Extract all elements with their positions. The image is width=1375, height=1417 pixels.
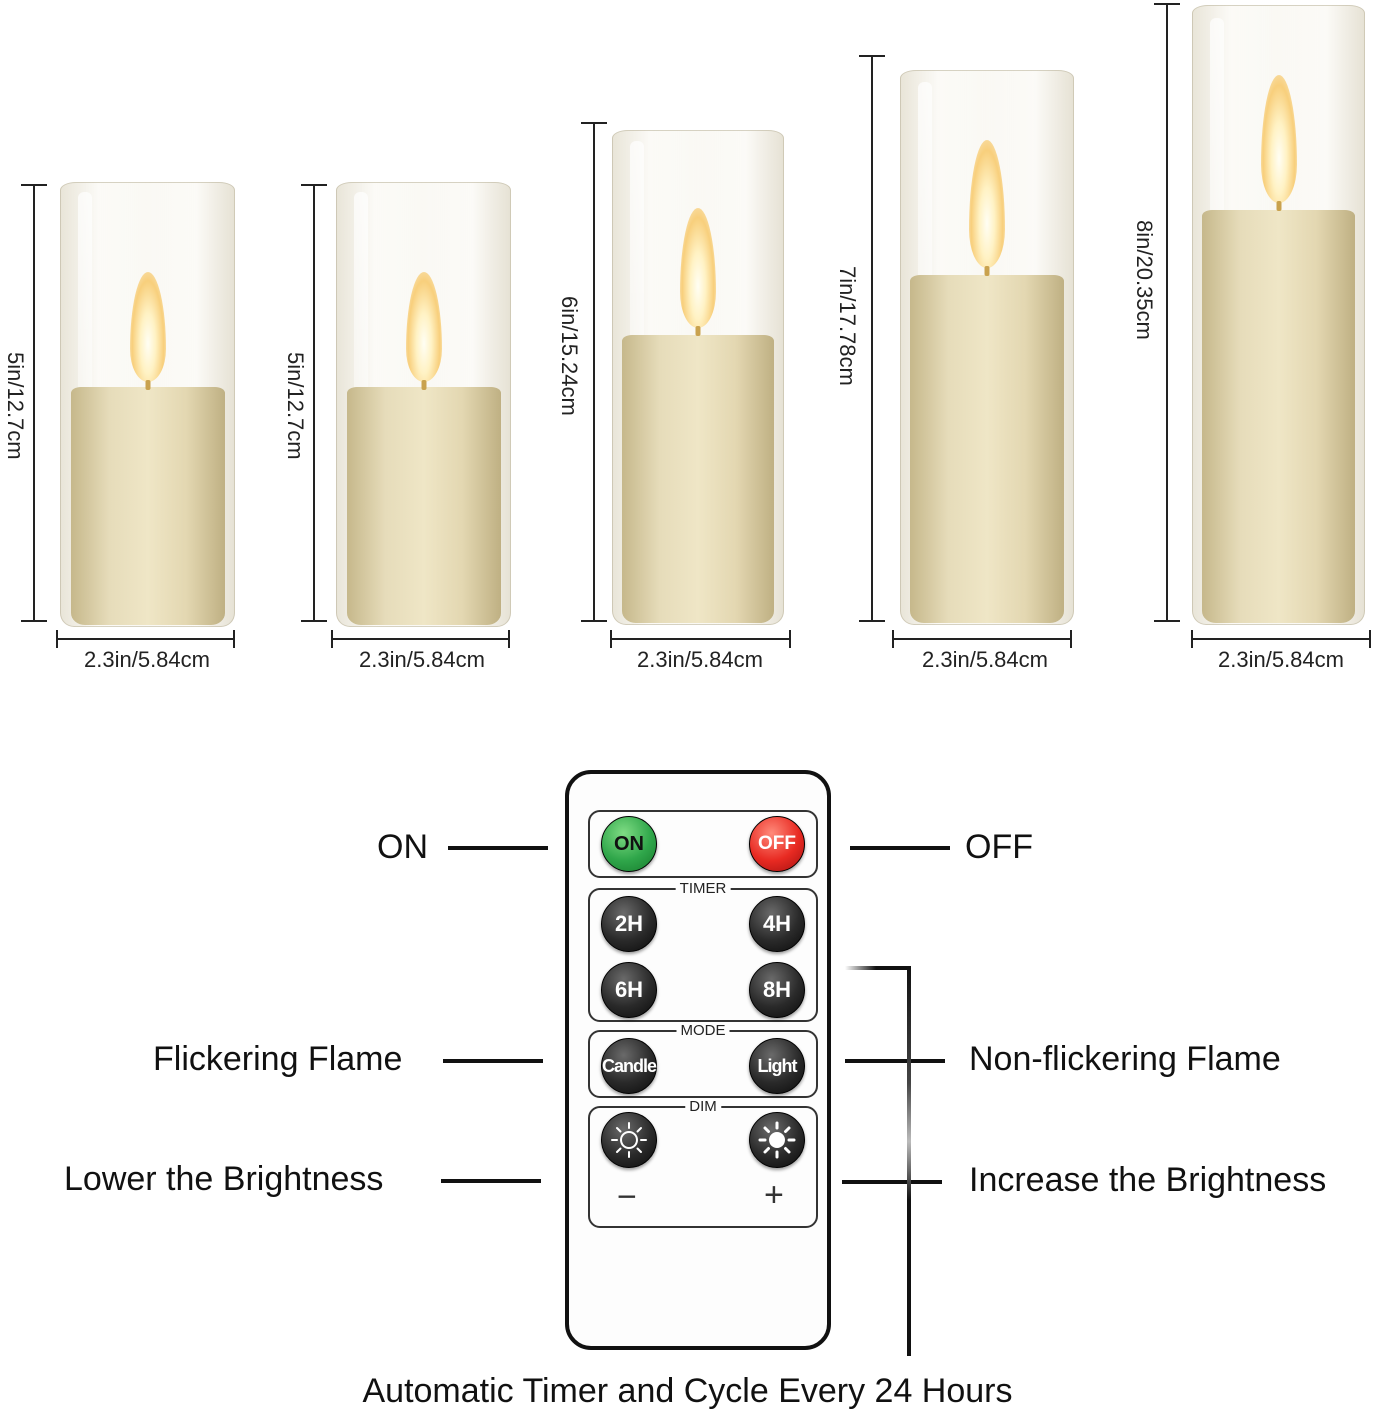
dim-down-button[interactable]	[601, 1112, 657, 1168]
height-label-1: 5in/12.7cm	[3, 352, 28, 460]
width-cap-right-1	[233, 630, 235, 648]
timer-2h-button[interactable]: 2H	[601, 896, 657, 952]
width-cap-right-5	[1369, 630, 1371, 648]
height-cap-top-4	[859, 55, 885, 57]
width-label-2: 2.3in/5.84cm	[359, 647, 485, 672]
mode-group: MODE Candle Light	[588, 1022, 818, 1098]
timer-8h-button[interactable]: 8H	[749, 962, 805, 1018]
height-dimension-line-5	[1166, 4, 1168, 621]
height-cap-top-3	[581, 122, 607, 124]
wick	[1276, 201, 1281, 211]
remote-control: ON OFF TIMER 2H 4H 6H 8H MODE Candle Lig…	[565, 770, 831, 1350]
width-cap-left-3	[610, 630, 612, 648]
height-dimension-line-4	[871, 56, 873, 621]
timer-6h-button[interactable]: 6H	[601, 962, 657, 1018]
wick	[145, 380, 150, 390]
light-mode-button[interactable]: Light	[749, 1038, 805, 1094]
width-cap-right-2	[508, 630, 510, 648]
callout-on: ON	[377, 828, 428, 866]
timer-4h-button[interactable]: 4H	[749, 896, 805, 952]
callout-increase-brightness: Increase the Brightness	[969, 1161, 1327, 1199]
leader-flickering-flame	[443, 1059, 543, 1063]
height-cap-top-1	[21, 184, 47, 186]
on-button[interactable]: ON	[601, 816, 657, 872]
off-button[interactable]: OFF	[749, 816, 805, 872]
width-label-5: 2.3in/5.84cm	[1218, 647, 1344, 672]
height-label-4: 7in/17.78cm	[835, 266, 860, 386]
minus-sign: −	[617, 1178, 637, 1216]
sun-outline-icon	[611, 1122, 647, 1158]
callout-lower-brightness: Lower the Brightness	[64, 1160, 384, 1198]
callout-flickering-flame: Flickering Flame	[153, 1040, 403, 1078]
height-label-3: 6in/15.24cm	[557, 296, 582, 416]
width-dimension-line-4	[893, 638, 1071, 640]
candle-mode-button[interactable]: Candle	[601, 1038, 657, 1094]
width-cap-left-4	[892, 630, 894, 648]
timer-title: TIMER	[675, 880, 731, 897]
width-cap-right-4	[1070, 630, 1072, 648]
width-dimension-line-1	[57, 638, 234, 640]
candle-2	[336, 182, 511, 627]
dim-up-button[interactable]	[749, 1112, 805, 1168]
width-label-1: 2.3in/5.84cm	[84, 647, 210, 672]
width-label-4: 2.3in/5.84cm	[922, 647, 1048, 672]
wax-pillar	[910, 275, 1064, 623]
timer-bracket-vertical	[907, 966, 911, 1356]
width-label-3: 2.3in/5.84cm	[637, 647, 763, 672]
candle-5	[1192, 5, 1365, 625]
height-cap-bottom-3	[581, 620, 607, 622]
wick	[421, 380, 426, 390]
callout-off: OFF	[965, 828, 1033, 866]
height-label-2: 5in/12.7cm	[283, 352, 308, 460]
leader-lower-brightness	[441, 1179, 541, 1183]
height-cap-top-5	[1154, 3, 1180, 5]
leader-off	[850, 846, 950, 850]
width-dimension-line-2	[332, 638, 509, 640]
wax-pillar	[70, 387, 225, 625]
height-cap-bottom-4	[859, 620, 885, 622]
wick	[695, 326, 701, 336]
mode-title: MODE	[676, 1022, 730, 1039]
wick	[984, 266, 990, 276]
height-cap-bottom-2	[301, 620, 327, 622]
callout-non-flickering-flame: Non-flickering Flame	[969, 1040, 1281, 1078]
wax-pillar	[622, 335, 774, 623]
height-dimension-line-3	[593, 123, 595, 621]
wax-pillar	[1202, 210, 1355, 623]
width-cap-left-1	[56, 630, 58, 648]
power-group: ON OFF	[588, 810, 818, 878]
height-dimension-line-2	[313, 185, 315, 621]
candle-3	[612, 130, 784, 625]
height-cap-top-2	[301, 184, 327, 186]
dim-title: DIM	[685, 1098, 721, 1115]
plus-sign: +	[764, 1176, 784, 1214]
width-dimension-line-3	[611, 638, 790, 640]
height-cap-bottom-5	[1154, 620, 1180, 622]
footer-caption: Automatic Timer and Cycle Every 24 Hours	[362, 1372, 1013, 1410]
width-cap-left-2	[331, 630, 333, 648]
leader-increase-brightness	[842, 1180, 942, 1184]
candle-1	[60, 182, 235, 627]
width-cap-left-5	[1191, 630, 1193, 648]
candle-4	[900, 70, 1074, 625]
height-cap-bottom-1	[21, 620, 47, 622]
timer-group: TIMER 2H 4H 6H 8H	[588, 880, 818, 1022]
leader-on	[448, 846, 548, 850]
width-dimension-line-5	[1192, 638, 1370, 640]
height-dimension-line-1	[33, 185, 35, 621]
width-cap-right-3	[789, 630, 791, 648]
dim-group: DIM −	[588, 1098, 818, 1228]
height-label-5: 8in/20.35cm	[1132, 220, 1157, 340]
leader-non-flickering-flame	[845, 1059, 945, 1063]
wax-pillar	[346, 387, 501, 625]
timer-bracket-horizontal	[845, 966, 907, 970]
sun-filled-icon	[758, 1121, 796, 1159]
